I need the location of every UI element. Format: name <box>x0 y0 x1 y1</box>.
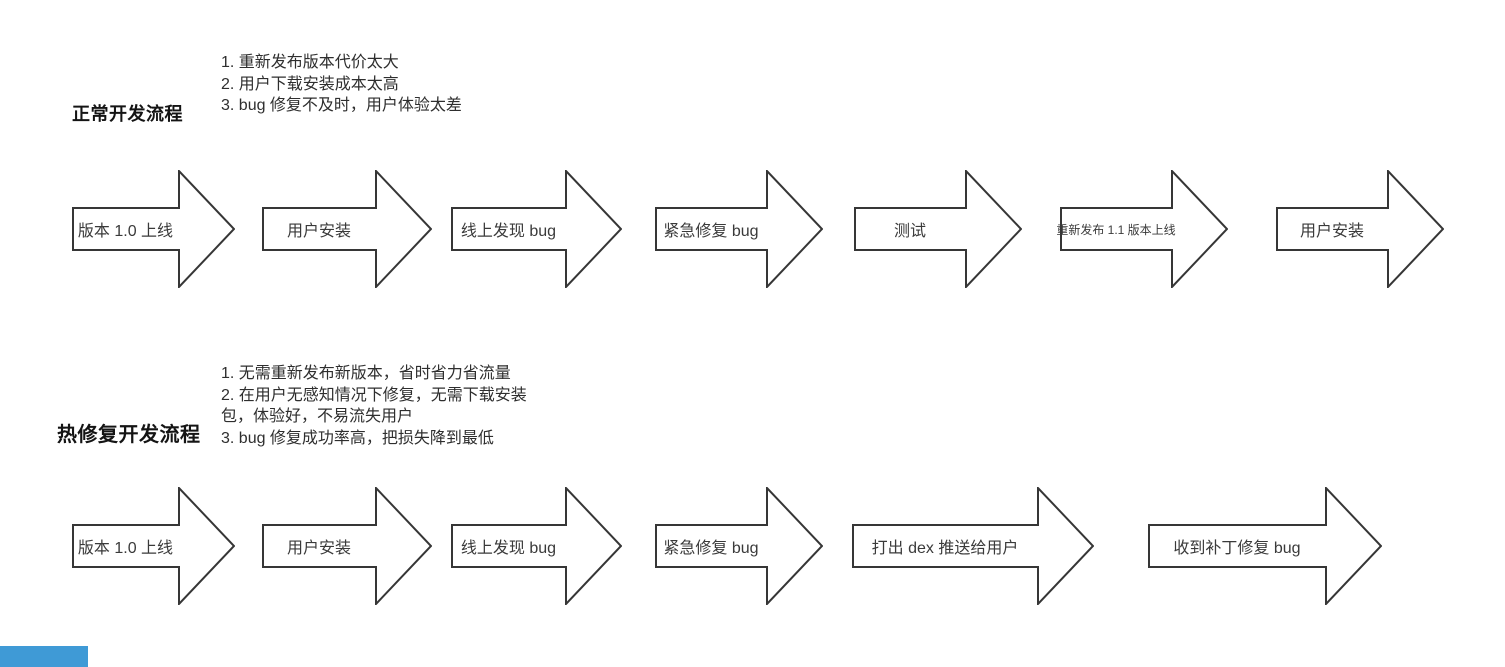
note-line: 1. 无需重新发布新版本，省时省力省流量 <box>221 365 511 382</box>
arrow-label: 重新发布 1.1 版本上线 <box>1056 222 1176 237</box>
arrow-shape-icon <box>655 487 823 605</box>
arrow-label: 版本 1.0 上线 <box>77 540 174 557</box>
note-line: 2. 用户下载安装成本太高 <box>221 75 399 93</box>
arrow-shape-icon <box>1276 170 1444 288</box>
arrow-shape-icon <box>1148 487 1382 605</box>
arrow-label: 线上发现 bug <box>460 540 557 557</box>
arrow-label: 紧急修复 bug <box>663 223 759 240</box>
note-line: 3. bug 修复成功率高，把损失降到最低 <box>221 429 494 447</box>
flow-arrow: 紧急修复 bug <box>655 487 823 605</box>
arrow-label: 用户安装 <box>286 540 351 557</box>
normal-flow-title: 正常开发流程 <box>72 104 183 124</box>
arrow-shape-icon <box>451 487 622 605</box>
flow-arrow: 版本 1.0 上线 <box>72 487 235 605</box>
note-line: 2. 在用户无感知情况下修复，无需下载安装 <box>221 386 527 404</box>
hotfix-flow-notes: 1. 无需重新发布新版本，省时省力省流量 2. 在用户无感知情况下修复，无需下载安… <box>221 363 527 449</box>
flow-arrow: 线上发现 bug <box>451 487 622 605</box>
flow-arrow: 收到补丁修复 bug <box>1148 487 1382 605</box>
flow-arrow: 用户安装 <box>1276 170 1444 288</box>
arrow-label: 测试 <box>893 223 926 240</box>
arrow-label: 线上发现 bug <box>460 223 557 240</box>
flow-arrow: 测试 <box>854 170 1022 288</box>
arrow-label: 用户安装 <box>1299 223 1364 240</box>
arrow-shape-icon <box>852 487 1094 605</box>
accent-bar <box>0 646 88 667</box>
flow-arrow: 版本 1.0 上线 <box>72 170 235 288</box>
flow-arrow: 线上发现 bug <box>451 170 622 288</box>
arrow-shape-icon <box>655 170 823 288</box>
flow-arrow: 用户安装 <box>262 170 432 288</box>
arrow-shape-icon <box>72 487 235 605</box>
arrow-shape-icon <box>262 170 432 288</box>
note-line: 1. 重新发布版本代价太大 <box>221 54 399 71</box>
arrow-shape-icon <box>262 487 432 605</box>
arrow-label: 收到补丁修复 bug <box>1173 540 1301 557</box>
arrow-shape-icon <box>1060 170 1228 288</box>
arrow-label: 打出 dex 推送给用户 <box>871 540 1019 557</box>
hotfix-flow-title: 热修复开发流程 <box>57 424 201 446</box>
note-line: 3. bug 修复不及时，用户体验太差 <box>221 97 462 114</box>
arrow-shape-icon <box>854 170 1022 288</box>
arrow-shape-icon <box>451 170 622 288</box>
arrow-label: 用户安装 <box>286 223 351 240</box>
flow-arrow: 重新发布 1.1 版本上线 <box>1056 170 1228 288</box>
flow-arrow: 紧急修复 bug <box>655 170 823 288</box>
flow-arrow: 用户安装 <box>262 487 432 605</box>
note-line: 包，体验好，不易流失用户 <box>221 408 414 425</box>
arrow-label: 版本 1.0 上线 <box>77 223 174 240</box>
arrow-label: 紧急修复 bug <box>663 540 759 557</box>
normal-flow-notes: 1. 重新发布版本代价太大 2. 用户下载安装成本太高 3. bug 修复不及时，用… <box>221 52 462 117</box>
flow-arrow: 打出 dex 推送给用户 <box>852 487 1094 605</box>
arrow-shape-icon <box>72 170 235 288</box>
